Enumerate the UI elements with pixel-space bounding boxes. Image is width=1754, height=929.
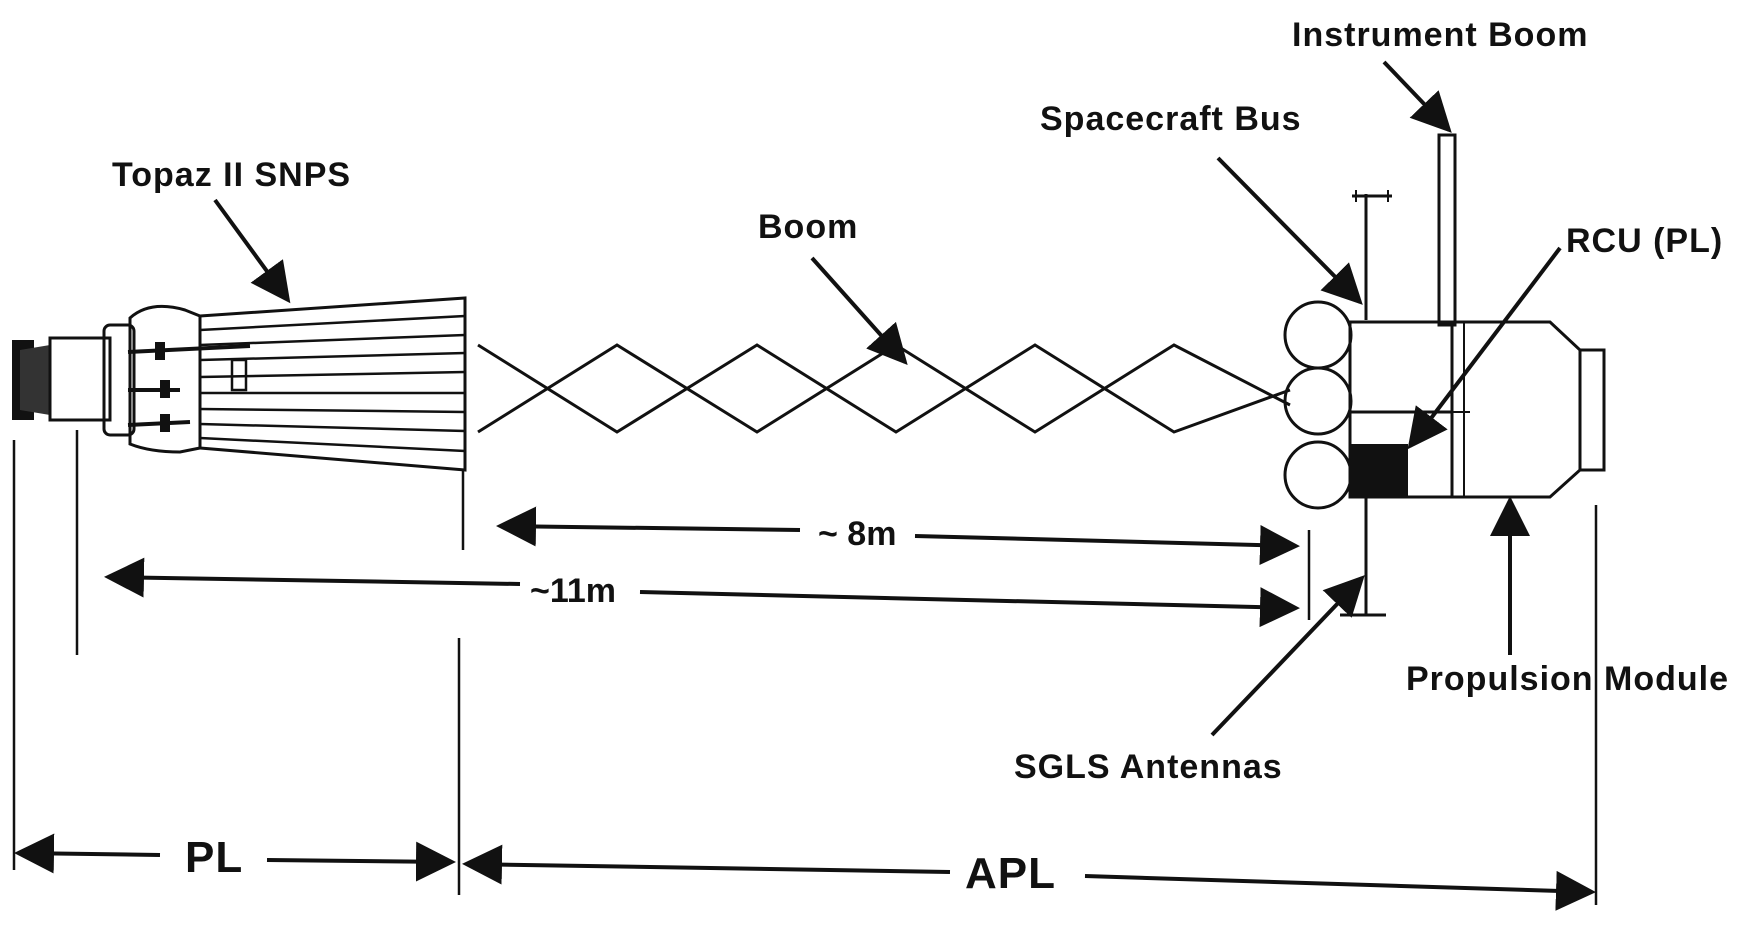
topaz-reactor — [12, 296, 467, 472]
label-topaz: Topaz II SNPS — [112, 156, 351, 194]
dimension-lines — [14, 506, 1596, 911]
reference-lines — [12, 430, 1598, 905]
radiator-ribs — [199, 314, 466, 453]
lattice-boom — [477, 343, 1291, 434]
label-instrument-boom: Instrument Boom — [1292, 16, 1588, 54]
label-boom: Boom — [758, 208, 858, 246]
label-total-length: ~11m — [530, 572, 616, 610]
label-propulsion-module: Propulsion Module — [1406, 660, 1729, 698]
label-boom-length: ~ 8m — [818, 515, 896, 553]
spacecraft-bus — [1283, 133, 1606, 617]
label-apl: APL — [965, 849, 1056, 898]
label-spacecraft-bus: Spacecraft Bus — [1040, 100, 1302, 138]
label-sgls-antennas: SGLS Antennas — [1014, 748, 1283, 786]
leader-arrows — [213, 60, 1562, 737]
label-pl: PL — [185, 833, 243, 882]
label-rcu: RCU (PL) — [1566, 222, 1723, 260]
